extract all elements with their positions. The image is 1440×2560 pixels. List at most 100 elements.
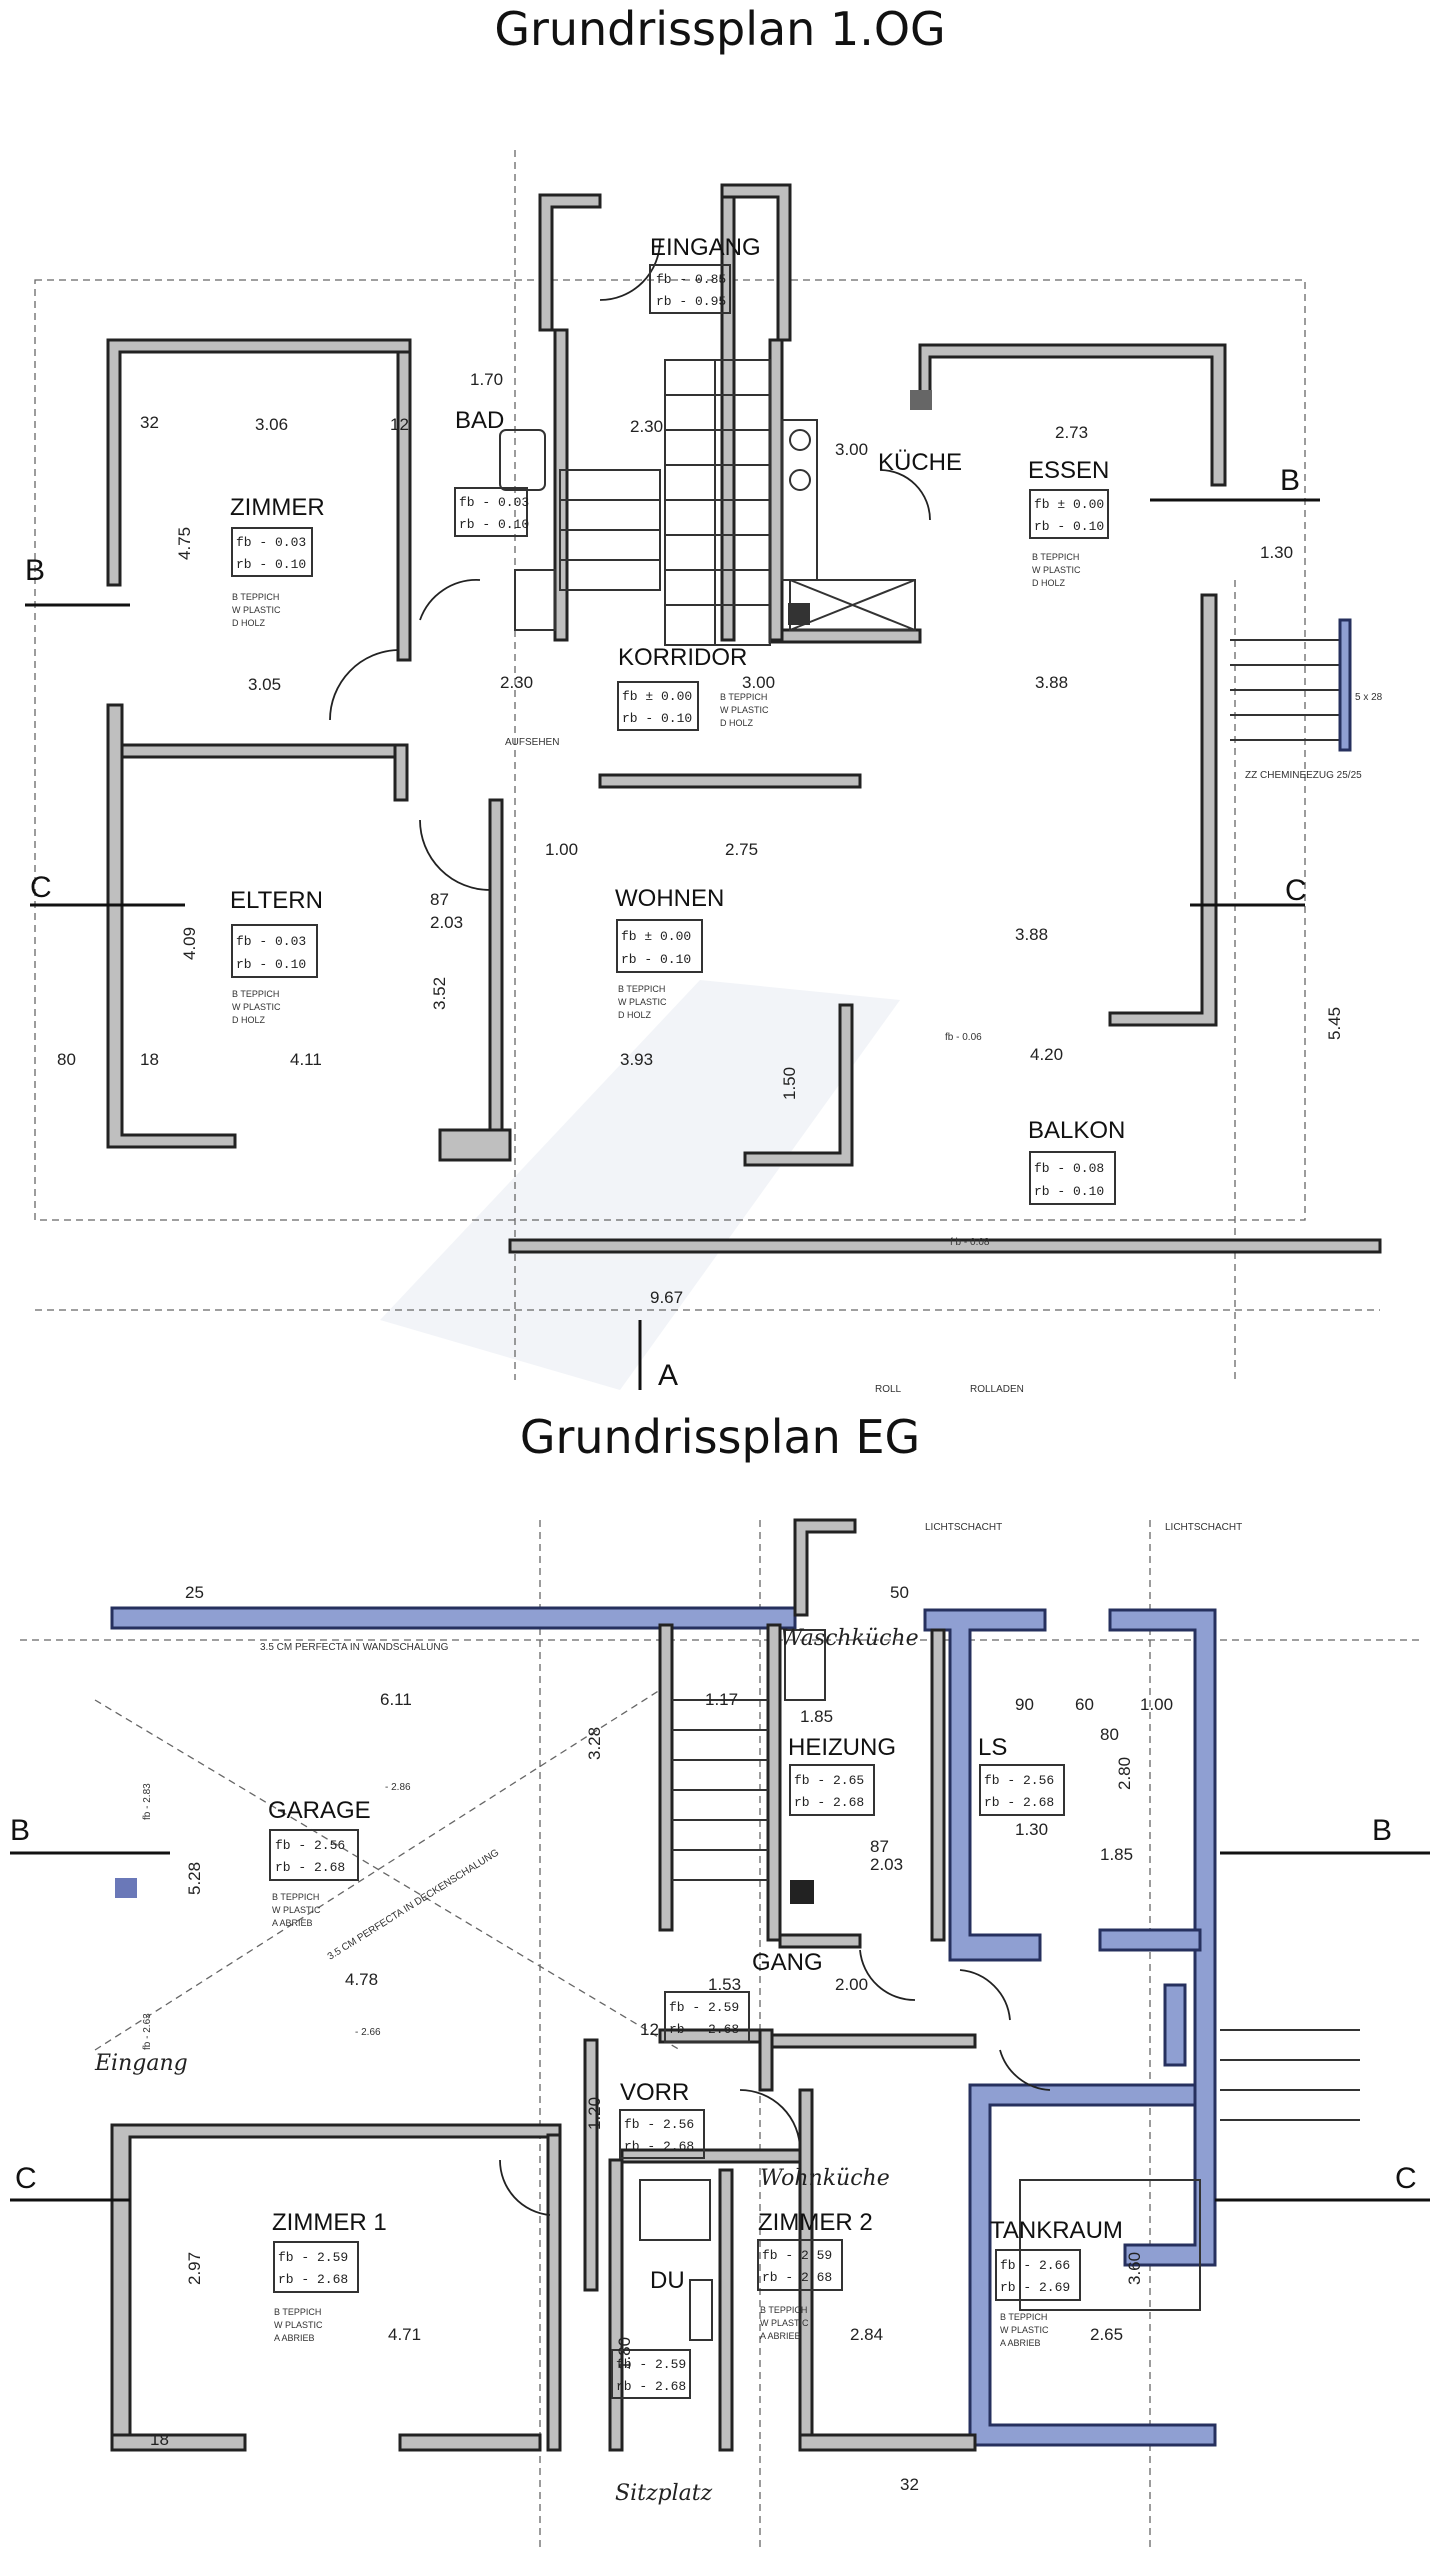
svg-text:W PLASTIC: W PLASTIC [760, 2318, 809, 2328]
svg-text:50: 50 [890, 1583, 909, 1602]
wall-west-zimmer [106, 338, 412, 587]
section-mark-a: A [658, 1359, 678, 1392]
svg-text:B TEPPICH: B TEPPICH [1000, 2312, 1047, 2322]
room-zimmer: ZIMMER fb - 0.03 rb - 0.10 [230, 494, 325, 577]
basement-stairs [672, 1699, 1360, 2121]
svg-text:4.71: 4.71 [388, 2325, 421, 2344]
wall-zimmer1-south-b [398, 2433, 542, 2452]
wall-zimmer1-south [110, 2433, 247, 2452]
svg-text:3.06: 3.06 [255, 415, 288, 434]
room-kueche: KÜCHE [878, 449, 962, 476]
svg-text:9.67: 9.67 [650, 1288, 683, 1307]
svg-text:80: 80 [57, 1050, 76, 1069]
wall-living-corner [743, 1003, 854, 1167]
wall-bottom-eltern [438, 1128, 512, 1162]
svg-text:fb - 2.59: fb - 2.59 [616, 2357, 686, 2372]
svg-text:3.05: 3.05 [248, 675, 281, 694]
svg-text:GANG: GANG [752, 1949, 823, 1976]
wall-north-garage [110, 1606, 797, 1630]
svg-text:4.78: 4.78 [345, 1970, 378, 1989]
svg-text:D HOLZ: D HOLZ [232, 1015, 266, 1025]
shower-tray [639, 2179, 711, 2241]
svg-text:3.88: 3.88 [1035, 673, 1068, 692]
wall-gang-south [770, 2033, 977, 2049]
svg-text:3.60: 3.60 [1125, 2252, 1144, 2285]
svg-text:rb - 2.68: rb - 2.68 [278, 2272, 348, 2287]
raw-level: rb - 0.10 [236, 557, 306, 572]
door-arc-eingang [599, 239, 661, 301]
wall-ls-bottom [1098, 1928, 1202, 1952]
svg-text:2.30: 2.30 [500, 673, 533, 692]
wall-wohnen-west [488, 798, 504, 1132]
bottom-level-note: f b - 0.08 [950, 1237, 990, 1248]
svg-text:80: 80 [1100, 1725, 1119, 1744]
wall-east-block [1108, 1608, 1217, 2267]
svg-text:5.45: 5.45 [1325, 1007, 1344, 1040]
svg-text:DU: DU [650, 2267, 685, 2294]
section-mark-b-left: B [10, 1814, 30, 1847]
svg-text:fb - 2.66: fb - 2.66 [1000, 2258, 1070, 2273]
floor-level: fb ± 0.00 [1034, 497, 1104, 512]
material-legend-tankraum: B TEPPICH W PLASTIC A ABRIEB [1000, 2312, 1049, 2348]
svg-text:4.09: 4.09 [180, 927, 199, 960]
room-bad: BAD fb - 0.03 rb - 0.10 [454, 407, 529, 537]
svg-text:18: 18 [140, 1050, 159, 1069]
door-arc-zimmer [329, 649, 399, 721]
wall-tankraum [968, 2083, 1217, 2447]
svg-text:1.80: 1.80 [615, 2337, 634, 2370]
wall-heizung-west [766, 1623, 782, 1942]
room-label: BAD [455, 407, 504, 434]
floor-level: fb ± 0.00 [622, 689, 692, 704]
wall-eltern-wohnen [393, 743, 409, 802]
svg-text:1.30: 1.30 [1015, 1820, 1048, 1839]
chimney-flue [788, 603, 810, 625]
door-arc-kuche [879, 469, 931, 521]
room-label: ELTERN [230, 887, 323, 914]
svg-text:3.93: 3.93 [620, 1050, 653, 1069]
wall-zimmer-bad [396, 350, 412, 662]
level-note-left: fb - 2.63 [142, 2013, 153, 2050]
svg-text:1.20: 1.20 [585, 2097, 604, 2130]
balcony-railing [1338, 618, 1352, 752]
svg-text:rb - 2.68: rb - 2.68 [669, 2022, 739, 2037]
svg-text:3.52: 3.52 [430, 977, 449, 1010]
room-heizung: HEIZUNG fb - 2.65 rb - 2.68 [788, 1734, 896, 1816]
svg-text:ZIMMER 2: ZIMMER 2 [758, 2209, 873, 2236]
perfecta-ceiling-note: 3.5 CM PERFECTA IN DECKENSCHALUNG [326, 1847, 502, 1962]
material-legend-wohnen: B TEPPICH W PLASTIC D HOLZ [618, 984, 667, 1020]
svg-text:1.53: 1.53 [708, 1975, 741, 1994]
svg-text:fb - 2.59: fb - 2.59 [669, 2000, 739, 2015]
svg-text:32: 32 [900, 2475, 919, 2494]
svg-text:90: 90 [1015, 1695, 1034, 1714]
svg-text:rb - 2.68: rb - 2.68 [762, 2270, 832, 2285]
svg-text:B TEPPICH: B TEPPICH [232, 989, 279, 999]
room-du: DU fb - 2.59 rb - 2.68 [611, 2267, 691, 2399]
room-balkon: BALKON fb - 0.08 rb - 0.10 [1028, 1117, 1125, 1205]
handwritten-sitzplatz: Sitzplatz [615, 2481, 713, 2506]
slope-line [94, 1699, 681, 2051]
svg-text:4.20: 4.20 [1030, 1045, 1063, 1064]
room-zimmer2: ZIMMER 2 fb - 2.59 rb - 2.68 [757, 2209, 873, 2291]
svg-text:D HOLZ: D HOLZ [1032, 578, 1066, 588]
wall-balcony-edge [508, 1238, 1382, 1254]
raw-level: rb - 0.10 [1034, 519, 1104, 534]
level-note: fb - 2.83 [142, 1783, 153, 1820]
svg-text:rb - 2.68: rb - 2.68 [616, 2379, 686, 2394]
svg-text:rb - 2.68: rb - 2.68 [275, 1860, 345, 1875]
svg-text:2.80: 2.80 [1115, 1757, 1134, 1790]
raw-level: rb - 0.10 [459, 517, 529, 532]
svg-text:60: 60 [1075, 1695, 1094, 1714]
svg-text:A ABRIEB: A ABRIEB [1000, 2338, 1041, 2348]
wall-kitchen-bottom [768, 628, 922, 644]
svg-text:2.30: 2.30 [630, 417, 663, 436]
svg-text:W PLASTIC: W PLASTIC [618, 997, 667, 1007]
svg-text:D HOLZ: D HOLZ [720, 718, 754, 728]
svg-text:ZIMMER 1: ZIMMER 1 [272, 2209, 387, 2236]
material-legend-essen: B TEPPICH W PLASTIC D HOLZ [1032, 552, 1081, 588]
floor-level: fb - 0.03 [236, 934, 306, 949]
wall-korridor-south [598, 773, 862, 789]
svg-text:12: 12 [640, 2020, 659, 2039]
slope-line [94, 1689, 661, 2051]
material-legend-zimmer2: B TEPPICH W PLASTIC A ABRIEB [760, 2305, 809, 2341]
room-ls: LS fb - 2.56 rb - 2.68 [978, 1734, 1065, 1816]
